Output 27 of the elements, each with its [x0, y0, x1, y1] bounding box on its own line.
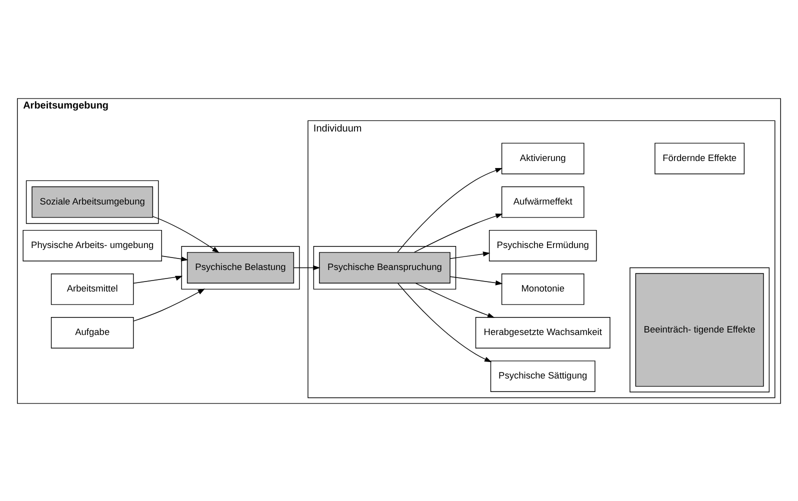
arrow	[397, 168, 503, 252]
node-box: Aktivierung	[501, 142, 584, 174]
arrow	[293, 264, 320, 270]
node-box: Physische Arbeits- umgebung	[22, 229, 162, 261]
node-box: Fördernde Effekte	[654, 142, 745, 174]
arrow	[415, 282, 495, 318]
node-box: Psychische Beanspruchung	[319, 252, 450, 283]
arrow	[414, 213, 503, 252]
node-box: Monotonie	[501, 272, 584, 304]
node-box: Soziale Arbeitsumgebung	[32, 186, 154, 218]
arrow	[161, 255, 188, 261]
arrow	[450, 251, 490, 258]
node-box: Psychische Ermüdung	[488, 229, 597, 261]
arrow	[152, 216, 220, 252]
node-box: Arbeitsmittel	[50, 272, 134, 304]
node-box: Beeinträch- tigende Effekte	[635, 272, 764, 386]
arrow	[133, 275, 183, 284]
cluster	[630, 266, 770, 392]
node-box: Psychische Belastung	[186, 252, 294, 283]
cluster	[26, 180, 159, 224]
arrow	[450, 276, 503, 285]
node-box: Psychische Sättigung	[490, 360, 596, 392]
arrow	[398, 282, 492, 362]
node-box: Aufgabe	[50, 316, 134, 348]
node-box: Aufwärmeffekt	[501, 186, 584, 218]
node-box: Herabgesetzte Wachsamkeit	[475, 316, 610, 348]
arrow	[133, 288, 206, 321]
